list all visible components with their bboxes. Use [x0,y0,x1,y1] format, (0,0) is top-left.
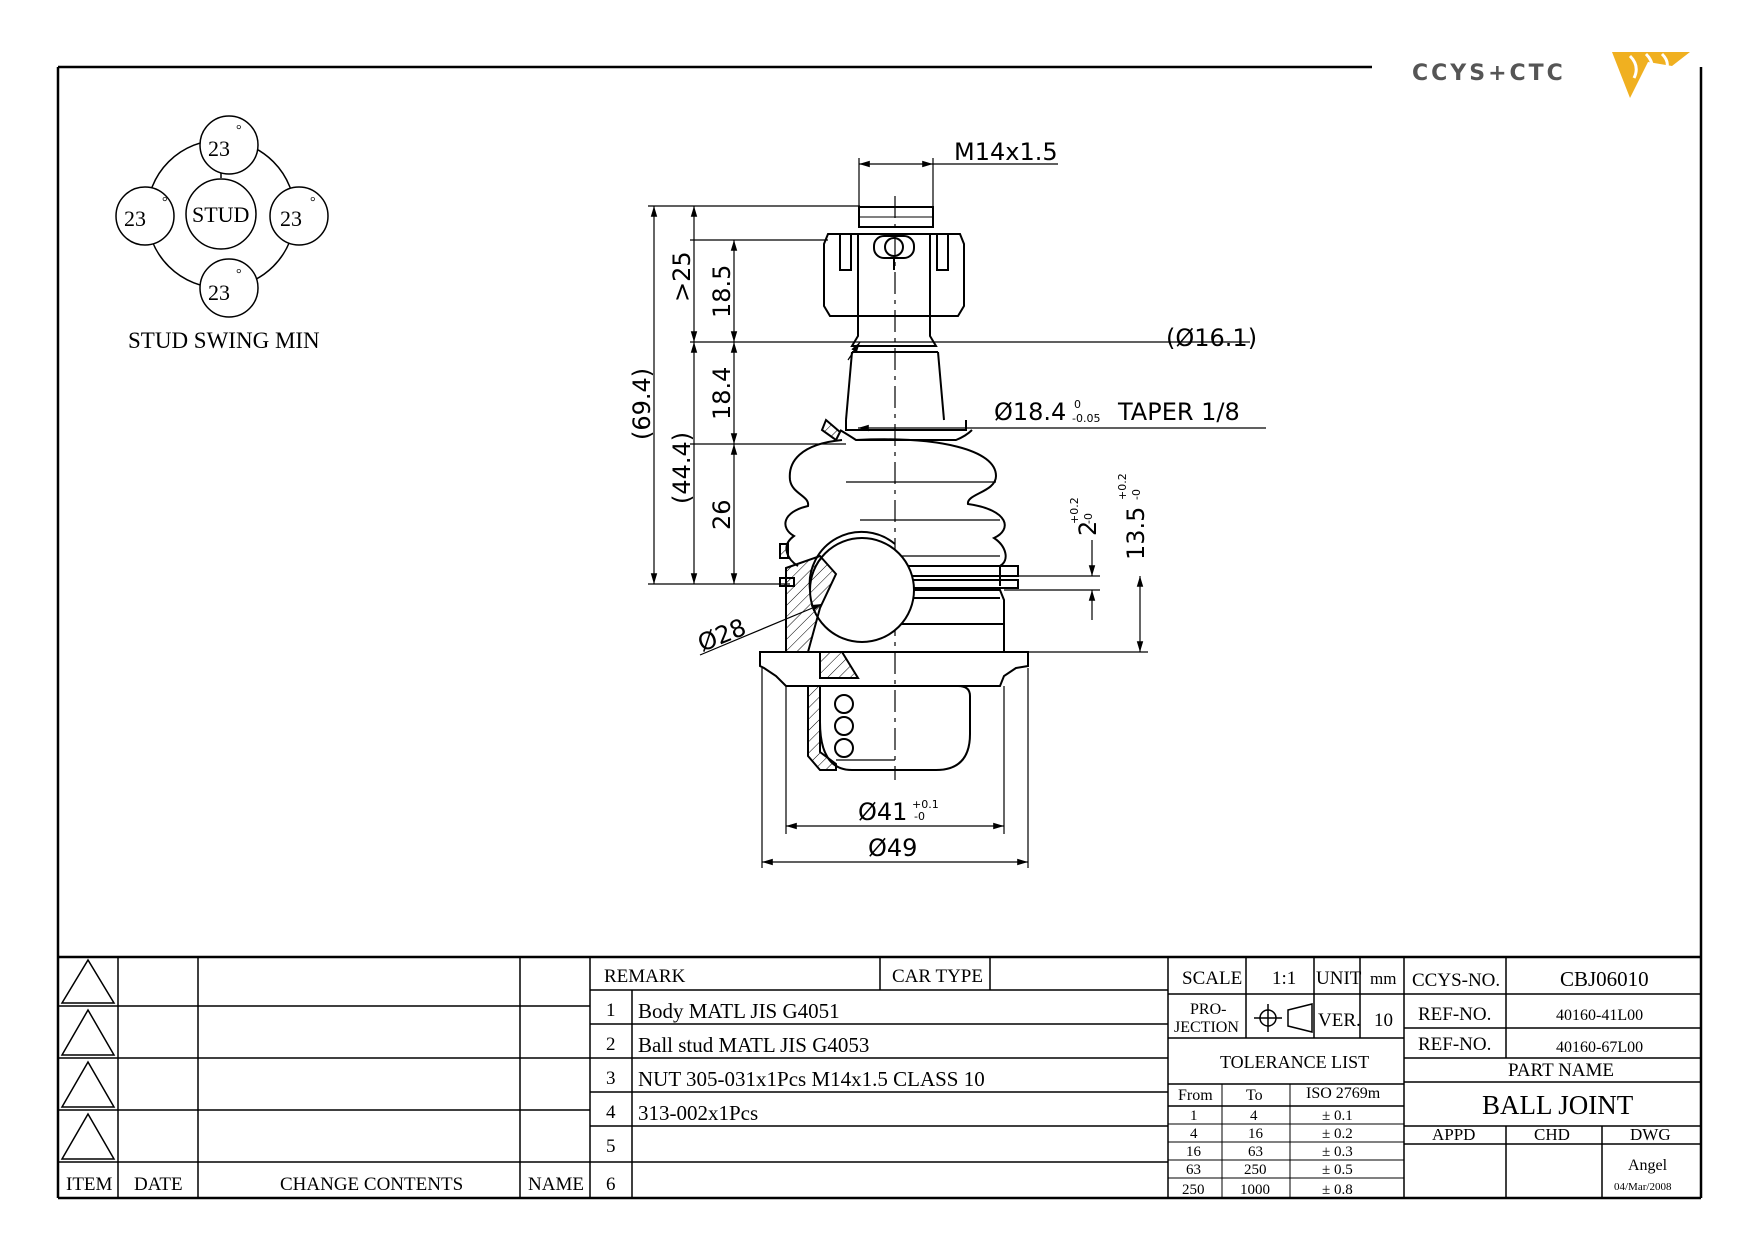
diameter-28-dimension: Ø28 [694,613,750,657]
tolerance-cell: 63 [1248,1144,1263,1160]
remark-text: NUT 305-031x1Pcs M14x1.5 CLASS 10 [638,1067,985,1091]
logo-mark [1612,52,1690,98]
gap-2-tolerance-lower: -0 [1082,513,1095,524]
ref-no-label: REF-NO. [1418,1034,1491,1055]
swing-angle-right: 23 [280,206,302,231]
name-header: NAME [528,1174,584,1195]
swing-angle-bottom: 23 [208,280,230,305]
stud-swing-title: STUD SWING MIN [128,328,320,353]
unit-value: mm [1370,969,1396,988]
tolerance-cell: 250 [1244,1162,1267,1178]
tolerance-header-from: From [1178,1087,1213,1104]
ccys-no-value: CBJ06010 [1560,967,1649,991]
dwg-label: DWG [1630,1125,1671,1144]
ccys-no-label: CCYS-NO. [1412,970,1500,991]
height-13-5-dimension: 13.5 [1122,507,1150,560]
unit-label: UNIT [1316,968,1362,989]
remark-number: 2 [606,1034,616,1055]
tolerance-cell: 4 [1190,1126,1198,1142]
remark-text: Ball stud MATL JIS G4053 [638,1033,869,1057]
remark-text: 313-002x1Pcs [638,1101,758,1125]
height-18-5-dimension: 18.5 [708,265,736,318]
tolerance-cell: 4 [1250,1108,1258,1124]
remark-text: Body MATL JIS G4051 [638,999,840,1023]
projection-symbol-icon [1254,1003,1313,1033]
company-logo: CCYS+CTC [1412,52,1690,98]
drawing-date: 04/Mar/2008 [1614,1181,1672,1193]
tolerance-cell: 1 [1190,1108,1198,1124]
tolerance-cell: 250 [1182,1182,1205,1198]
diameter-41-tolerance-lower: -0 [914,810,925,823]
title-block-grid [58,957,1701,1198]
tolerance-cell: ± 0.1 [1322,1108,1353,1124]
logo-text: CCYS+CTC [1412,61,1566,86]
diameter-16-1-dimension: (Ø16.1) [1166,324,1257,352]
projection-label: JECTION [1174,1019,1239,1036]
tolerance-cell: ± 0.2 [1322,1126,1353,1142]
taper-tolerance-upper: 0 [1074,398,1081,411]
ref-no-label: REF-NO. [1418,1004,1491,1025]
height-25-dimension: >25 [668,251,696,302]
swing-angle-left: 23 [124,206,146,231]
tolerance-cell: ± 0.3 [1322,1144,1353,1160]
remark-number: 6 [606,1174,616,1195]
version-value: 10 [1374,1010,1393,1031]
degree-symbol: ° [236,123,242,138]
ref-no-value: 40160-41L00 [1556,1007,1643,1024]
tolerance-cell: 16 [1248,1126,1264,1142]
drawer-name: Angel [1628,1157,1668,1174]
appd-label: APPD [1432,1125,1475,1144]
stud-swing-diagram [115,115,329,318]
version-label: VER. [1318,1010,1361,1031]
gap-2-tolerance-upper: +0.2 [1068,497,1081,524]
item-header: ITEM [66,1174,113,1195]
height-13-5-tolerance-lower: -0 [1130,489,1143,500]
degree-symbol: ° [310,195,316,210]
part-name-label: PART NAME [1508,1060,1614,1081]
dimension-lines [648,158,1266,868]
height-13-5-tolerance-upper: +0.2 [1116,473,1129,500]
tolerance-cell: ± 0.8 [1322,1182,1353,1198]
tolerance-cell: 1000 [1240,1182,1270,1198]
tolerance-header-iso: ISO 2769m [1306,1085,1381,1102]
remark-number: 4 [606,1102,616,1123]
degree-symbol: ° [162,195,168,210]
taper-text: TAPER 1/8 [1117,398,1240,426]
gap-2-dimension: 2 [1074,521,1102,536]
remark-number: 1 [606,1000,616,1021]
change-contents-header: CHANGE CONTENTS [280,1174,463,1195]
ref-no-value: 40160-67L00 [1556,1039,1643,1056]
remark-number: 3 [606,1068,616,1089]
diameter-41-dimension: Ø41 [858,798,907,826]
tolerance-cell: 16 [1186,1144,1202,1160]
degree-symbol: ° [236,267,242,282]
scale-label: SCALE [1182,968,1242,989]
stud-label: STUD [192,202,249,227]
part-name-value: BALL JOINT [1482,1090,1634,1120]
ball-joint-drawing [759,196,1029,780]
height-26-dimension: 26 [708,499,736,530]
swing-angle-top: 23 [208,136,230,161]
projection-label: PRO- [1190,1001,1226,1018]
thread-dimension: M14x1.5 [954,138,1058,166]
remark-header: REMARK [604,966,686,987]
scale-value: 1:1 [1272,968,1296,989]
height-18-4-dimension: 18.4 [708,367,736,420]
date-header: DATE [134,1174,183,1195]
remark-number: 5 [606,1136,616,1157]
tolerance-list-title: TOLERANCE LIST [1220,1052,1369,1072]
diameter-49-dimension: Ø49 [868,834,917,862]
tolerance-cell: 63 [1186,1162,1201,1178]
chd-label: CHD [1534,1125,1570,1144]
tolerance-cell: ± 0.5 [1322,1162,1353,1178]
height-69-4-dimension: (69.4) [628,368,656,440]
tolerance-header-to: To [1246,1087,1263,1104]
diameter-41-tolerance-upper: +0.1 [912,798,939,811]
height-44-4-dimension: (44.4) [668,432,696,504]
taper-tolerance-lower: -0.05 [1072,412,1100,425]
car-type-header: CAR TYPE [892,966,983,987]
taper-diameter-dimension: Ø18.4 [994,398,1066,426]
